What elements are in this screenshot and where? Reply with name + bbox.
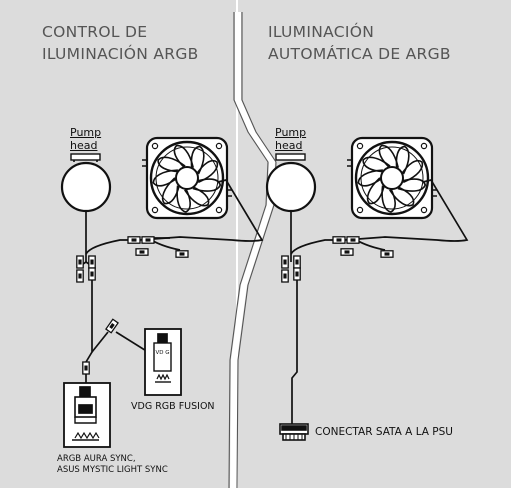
left-panel [0,0,236,488]
right-fan-icon [345,136,439,220]
right-pump-label-line-1: Pump [275,126,307,139]
left-title: CONTROL DE ILUMINACIÓN ARGB [42,21,199,65]
right-title-line-2: AUTOMÁTICA DE ARGB [268,45,451,63]
vdg-label: VDG RGB FUSION [131,401,215,412]
right-title-line-1: ILUMINACIÓN [268,23,375,41]
left-fan-icon [140,136,234,220]
right-panel [238,0,511,488]
left-pump-label: Pump head [70,126,101,152]
left-title-line-2: ILUMINACIÓN ARGB [42,45,199,63]
right-cables [290,179,469,425]
left-cables [79,179,264,384]
vdg-connector-glyph: VD G [155,350,169,356]
sata-label: CONECTAR SATA A LA PSU [315,426,453,438]
panel-divider [230,12,276,488]
right-fan-connector-icon [332,236,346,244]
right-pump-label-line-2: head [275,139,303,152]
left-pump-label-line-2: head [70,139,98,152]
argb-label-line-1: ARGB AURA SYNC, [57,454,136,464]
argb-connector-icon [63,382,111,448]
right-title: ILUMINACIÓN AUTOMÁTICA DE ARGB [268,21,451,65]
left-fan-connector-icon [127,236,141,244]
left-pump-label-line-1: Pump [70,126,102,139]
sata-connector-icon [279,423,309,441]
left-title-line-1: CONTROL DE [42,23,148,41]
left-pump-head [60,153,112,213]
left-hub-connector-icon [82,361,90,375]
right-pump-label: Pump head [275,126,306,152]
vdg-connector-icon [144,328,182,396]
argb-label: ARGB AURA SYNC, ASUS MYSTIC LIGHT SYNC [57,454,168,476]
argb-label-line-2: ASUS MYSTIC LIGHT SYNC [57,465,168,475]
